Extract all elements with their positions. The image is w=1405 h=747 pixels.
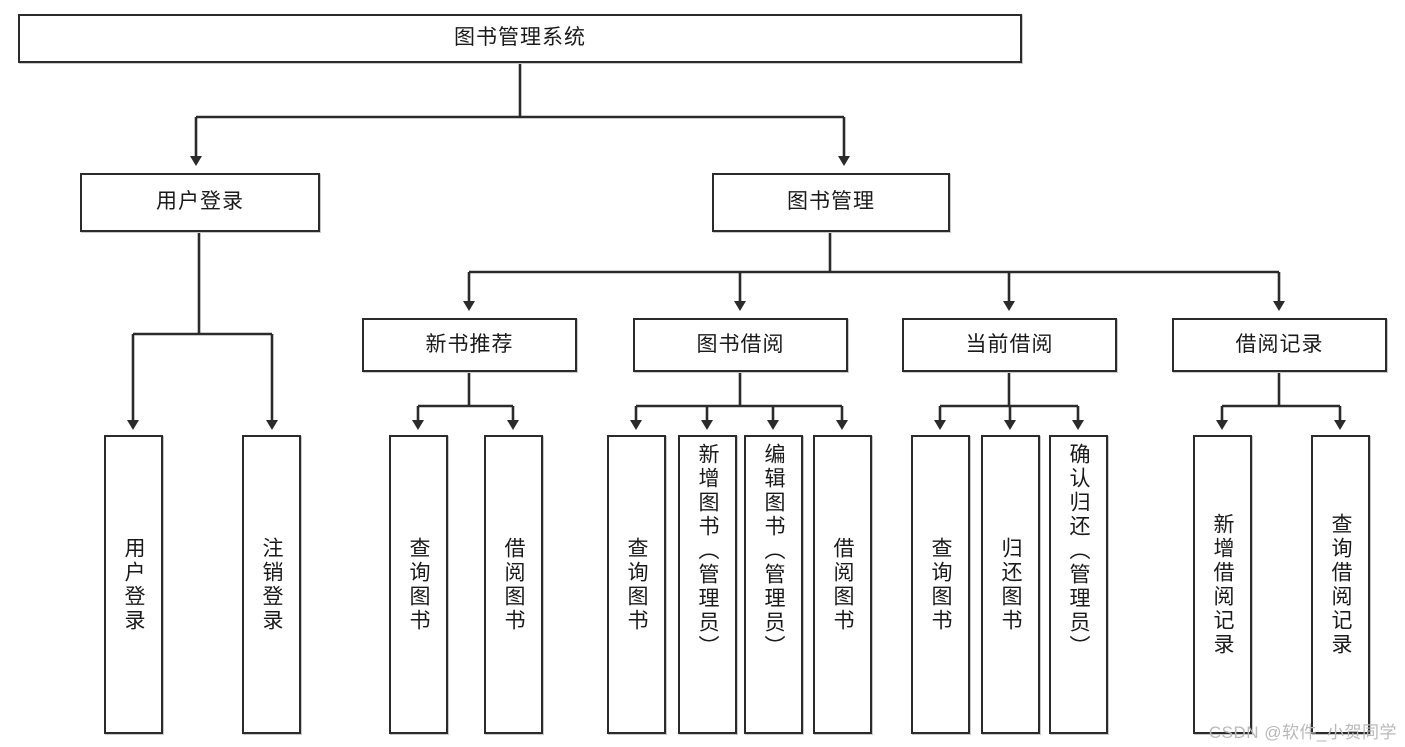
node-current-borrow[interactable]: 当前借阅 [902,318,1117,372]
node-root-label: 图书管理系统 [454,26,586,50]
leaf-add-book[interactable]: 新增图书（管理员） [678,435,737,734]
leaf-return-book-label: 归还图书 [999,536,1022,633]
leaf-query-book-3-label: 查询图书 [929,536,952,633]
leaf-add-record[interactable]: 新增借阅记录 [1193,435,1252,734]
node-new-book-recommend-label: 新书推荐 [425,332,514,356]
node-book-borrow-label: 图书借阅 [696,332,785,356]
leaf-user-login-label: 用户登录 [122,536,145,633]
leaf-logout[interactable]: 注销登录 [242,435,301,734]
leaf-query-book-3[interactable]: 查询图书 [911,435,970,734]
leaf-query-book-2[interactable]: 查询图书 [607,435,666,734]
node-book-borrow[interactable]: 图书借阅 [633,318,848,372]
node-borrow-record-label: 借阅记录 [1235,332,1324,356]
leaf-logout-label: 注销登录 [260,536,283,633]
leaf-add-record-label: 新增借阅记录 [1211,512,1234,657]
leaf-query-record[interactable]: 查询借阅记录 [1311,435,1370,734]
node-user-login-label: 用户登录 [156,190,244,214]
node-borrow-record[interactable]: 借阅记录 [1172,318,1387,372]
leaf-confirm-return[interactable]: 确认归还（管理员） [1049,435,1108,734]
leaf-return-book[interactable]: 归还图书 [981,435,1040,734]
leaf-borrow-book-2-label: 借阅图书 [831,536,854,633]
leaf-borrow-book-1-label: 借阅图书 [502,536,525,633]
leaf-borrow-book-2[interactable]: 借阅图书 [813,435,872,734]
leaf-add-book-label: 新增图书（管理员） [696,443,719,659]
leaf-confirm-return-label: 确认归还（管理员） [1067,443,1090,659]
leaf-borrow-book-1[interactable]: 借阅图书 [484,435,543,734]
leaf-query-record-label: 查询借阅记录 [1329,512,1352,657]
node-book-management-label: 图书管理 [787,190,875,214]
leaf-query-book-2-label: 查询图书 [625,536,648,633]
leaf-query-book-1-label: 查询图书 [407,536,430,633]
node-book-management[interactable]: 图书管理 [712,173,950,232]
node-current-borrow-label: 当前借阅 [965,332,1054,356]
node-new-book-recommend[interactable]: 新书推荐 [362,318,577,372]
leaf-edit-book-label: 编辑图书（管理员） [762,443,785,659]
leaf-edit-book[interactable]: 编辑图书（管理员） [744,435,803,734]
node-user-login[interactable]: 用户登录 [80,173,320,232]
node-root[interactable]: 图书管理系统 [18,14,1022,63]
leaf-query-book-1[interactable]: 查询图书 [389,435,448,734]
leaf-user-login[interactable]: 用户登录 [104,435,163,734]
